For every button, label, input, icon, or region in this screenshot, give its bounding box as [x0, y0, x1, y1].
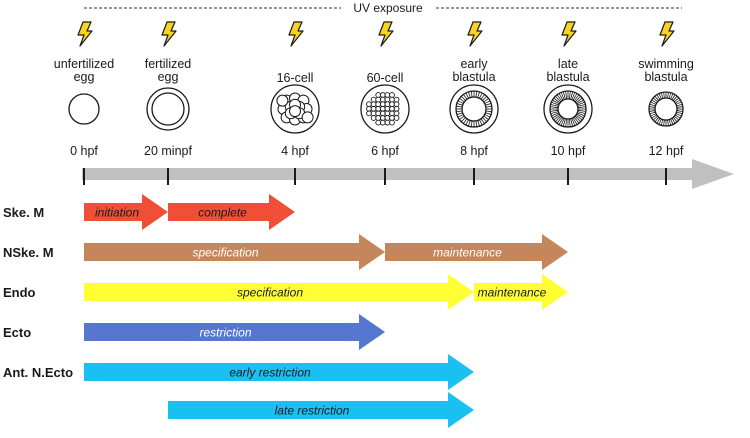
stage-label: unfertilized [54, 57, 114, 71]
lineage-label: Ecto [3, 325, 31, 340]
lineage-arrow [84, 274, 474, 310]
stage-label: blastula [546, 70, 589, 84]
stage-label: blastula [644, 70, 687, 84]
lineage-arrow [474, 274, 568, 310]
stage-label: early [460, 57, 488, 71]
stage-time-label: 6 hpf [371, 144, 399, 158]
embryo-egg-icon [68, 93, 100, 125]
phase-label: specification [237, 286, 303, 300]
lineage-arrow [84, 234, 385, 270]
stage-time-label: 0 hpf [70, 144, 98, 158]
phase-label: specification [192, 246, 258, 260]
stage-label: egg [74, 70, 95, 84]
lineage-label: NSke. M [3, 245, 54, 260]
lineage-arrow [168, 392, 474, 428]
lineage-arrow [84, 354, 474, 390]
embryo-60-cell-icon [360, 84, 410, 134]
stage-time-label: 20 minpf [144, 144, 192, 158]
phase-label: restriction [199, 326, 251, 340]
stage-label: swimming [638, 57, 694, 71]
stage-time-label: 10 hpf [551, 144, 586, 158]
lightning-bolt-icon [77, 21, 93, 47]
lineage-arrow [385, 234, 568, 270]
lineage-arrow [168, 194, 295, 230]
phase-label: initiation [95, 206, 139, 220]
uv-exposure-label: UV exposure [353, 1, 423, 15]
stage-label: egg [158, 70, 179, 84]
phase-label: early restriction [229, 366, 311, 380]
lightning-bolt-icon [659, 21, 675, 47]
lineage-label: Ant. N.Ecto [3, 365, 73, 380]
stage-label: late [558, 57, 578, 71]
stage-time-label: 12 hpf [649, 144, 684, 158]
embryo-swimming-blastula-icon [648, 91, 684, 127]
stage-label: 16-cell [277, 71, 314, 85]
stage-time-label: 4 hpf [281, 144, 309, 158]
phase-label: late restriction [275, 404, 350, 418]
lightning-bolt-icon [467, 21, 483, 47]
stage-label: 60-cell [367, 71, 404, 85]
lightning-bolt-icon [378, 21, 394, 47]
lineage-label: Endo [3, 285, 36, 300]
phase-label: maintenance [478, 286, 547, 300]
embryo-fertilized-icon [146, 87, 190, 131]
phase-label: maintenance [433, 246, 502, 260]
lineage-arrow [84, 194, 168, 230]
timeline-arrow [82, 159, 734, 189]
embryo-early-blastula-icon [449, 84, 499, 134]
lineage-label: Ske. M [3, 205, 44, 220]
lineage-arrow [84, 314, 385, 350]
stage-label: blastula [452, 70, 495, 84]
phase-label: complete [198, 206, 247, 220]
lightning-bolt-icon [161, 21, 177, 47]
lightning-bolt-icon [561, 21, 577, 47]
lightning-bolt-icon [288, 21, 304, 47]
stage-label: fertilized [145, 57, 192, 71]
embryo-16-cell-icon [270, 84, 320, 134]
embryo-late-blastula-icon [543, 84, 593, 134]
stage-time-label: 8 hpf [460, 144, 488, 158]
